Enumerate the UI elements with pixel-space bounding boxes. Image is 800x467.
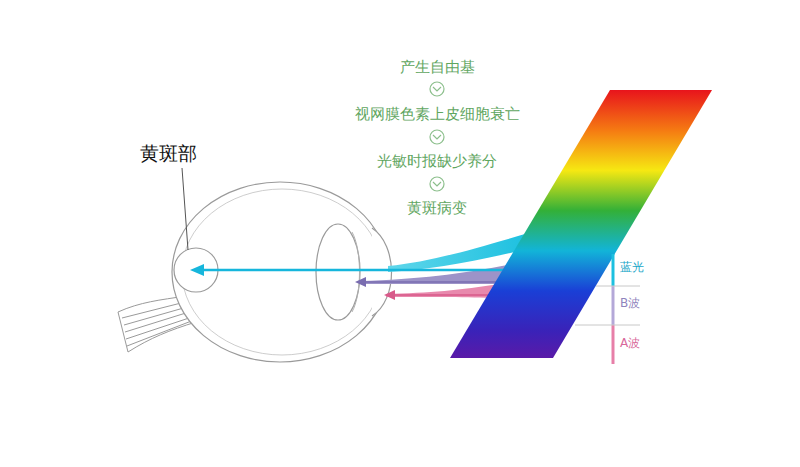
band-label: 蓝光 xyxy=(620,260,644,274)
process-step: 黄斑病变 xyxy=(407,199,467,217)
process-step: 光敏时报缺少养分 xyxy=(377,152,497,170)
process-step: 视网膜色素上皮细胞衰亡 xyxy=(355,105,520,123)
band-label: A波 xyxy=(620,336,640,350)
band-label: B波 xyxy=(620,296,640,310)
part-label: 黄斑部 xyxy=(140,142,197,165)
process-step: 产生自由基 xyxy=(400,58,475,76)
